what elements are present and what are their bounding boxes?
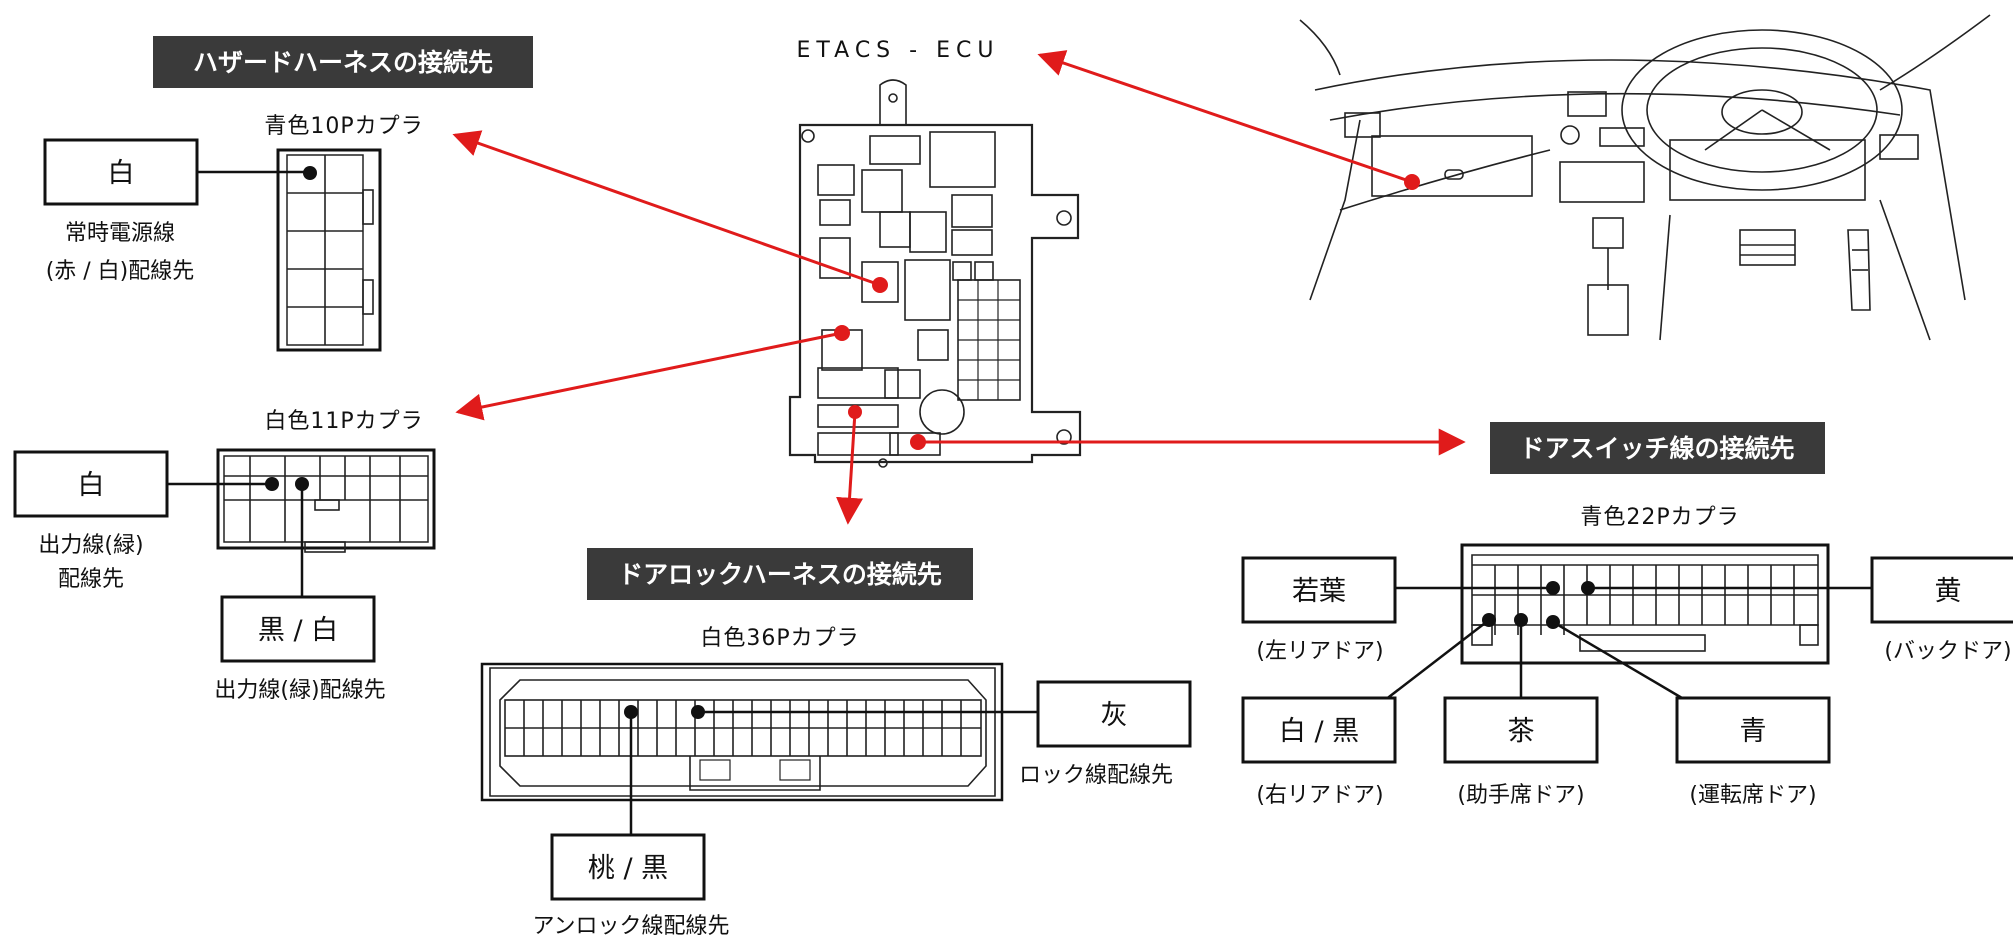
hazard-header-text: ハザードハーネスの接続先 [193, 48, 493, 77]
wire-label-wakaba: 若葉 [1292, 576, 1346, 607]
wire-label-white-black: 白 / 黒 [1279, 716, 1359, 747]
wire-label-white-11p: 白 [78, 470, 105, 501]
connector-11p-cells [224, 456, 428, 553]
connector-36p-cells [523, 700, 962, 756]
wire-desc-11p-bottom: 出力線(緑)配線先 [214, 678, 385, 703]
connector-10p: 青色10Pカプラ 白 常時電源線 (赤 / 白)配線先 [43, 114, 423, 352]
wire-label-white-10p: 白 [108, 158, 135, 189]
doorswitch-header-bg [1490, 422, 1825, 474]
wire-box-pink-black [550, 833, 706, 901]
doorswitch-section: ドアスイッチ線の接続先 青色22Pカプラ 若葉 (左リアド [1241, 422, 2013, 808]
wire-label-pink-black: 桃 / 黒 [588, 853, 668, 884]
wire-desc-blue: (運転席ドア) [1689, 783, 1816, 808]
ecu-fusebox-illustration [788, 79, 1082, 468]
wire-desc-brown: (助手席ドア) [1457, 783, 1584, 808]
connector-10p-cells [287, 155, 374, 345]
wire-desc-10p-2: (赤 / 白)配線先 [46, 259, 195, 284]
doorlock-header-bg [587, 548, 973, 600]
arrow-to-11p [455, 331, 843, 421]
connector-36p-body [480, 662, 1004, 802]
wire-label-yellow: 黄 [1935, 576, 1962, 607]
wire-desc-gray: ロック線配線先 [1019, 763, 1173, 788]
connector-36p-title: 白色36Pカプラ [700, 626, 859, 651]
connector-22p-cells [1471, 565, 1819, 652]
pointer-arrows [452, 50, 1466, 525]
connector-22p-body [1460, 543, 1830, 665]
connector-11p-title: 白色11Pカプラ [264, 409, 423, 434]
connector-10p-body [276, 148, 382, 352]
wire-desc-10p-1: 常時電源線 [65, 221, 175, 246]
doorswitch-header-text: ドアスイッチ線の接続先 [1519, 434, 1794, 463]
connector-22p-title: 青色22Pカプラ [1580, 505, 1739, 530]
wire-box-yellow [1870, 556, 2013, 624]
ecu-title: ETACS - ECU [797, 38, 1000, 63]
hazard-header: ハザードハーネスの接続先 [153, 36, 533, 88]
wire-desc-yellow: (バックドア) [1884, 639, 2011, 664]
wire-label-blue: 青 [1740, 716, 1767, 747]
wire-desc-white-black: (右リアドア) [1256, 783, 1383, 808]
wire-box-blue [1675, 696, 1831, 764]
wire-label-black-white: 黒 / 白 [258, 615, 338, 646]
wire-box-gray [1036, 680, 1192, 748]
connector-11p-body [216, 448, 436, 550]
wire-label-brown: 茶 [1508, 716, 1535, 747]
connector-11p: 白色11Pカプラ 白 出力線(緑) 配線先 黒 / 白 出力線(緑)配線先 [13, 409, 436, 703]
wire-label-gray: 灰 [1101, 700, 1128, 731]
arrow-dot-dashboard [1404, 174, 1420, 190]
wire-box-wakaba [1241, 556, 1397, 624]
wire-desc-11p-left-2: 配線先 [58, 567, 124, 592]
leader-blue [1552, 620, 1683, 700]
arrow-dashboard-to-ecu [1037, 50, 1413, 184]
dashboard-illustration [1299, 14, 1991, 341]
arrow-to-36p [836, 411, 864, 525]
wire-box-brown [1443, 696, 1599, 764]
wire-desc-11p-left-1: 出力線(緑) [38, 533, 143, 558]
hazard-header-bg [153, 36, 533, 88]
wire-box-white-black [1241, 696, 1397, 764]
leader-white-black [1384, 619, 1490, 701]
wire-box-white-10p [43, 138, 199, 206]
wire-box-white-11p [13, 450, 169, 518]
arrow-to-10p [452, 130, 881, 287]
connector-10p-title: 青色10Pカプラ [264, 114, 423, 139]
doorlock-header-text: ドアロックハーネスの接続先 [618, 560, 942, 589]
wire-desc-wakaba: (左リアドア) [1256, 639, 1383, 664]
wire-box-black-white [220, 595, 376, 663]
wire-desc-pink-black: アンロック線配線先 [532, 914, 729, 939]
doorlock-section: ドアロックハーネスの接続先 白色36Pカプラ 灰 ロッ [480, 548, 1192, 939]
